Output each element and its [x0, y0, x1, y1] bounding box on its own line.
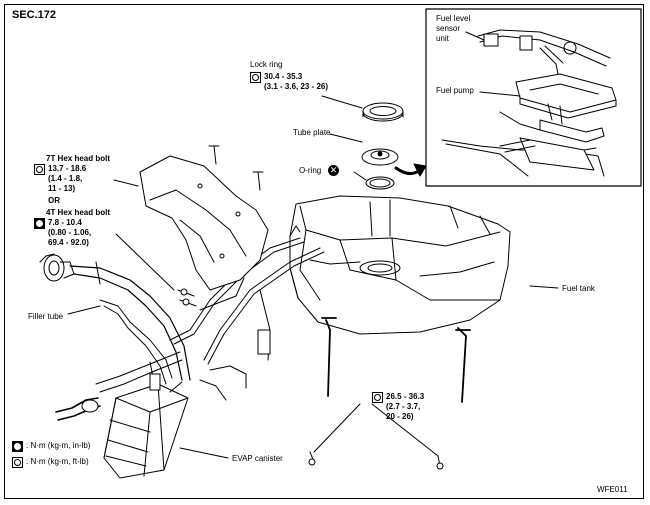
legend-inlb: : N·m (kg-m, in-lb)	[12, 441, 90, 452]
torque-wrench-filled-icon	[34, 218, 45, 229]
strap-torque-value: 26.5 - 36.3 (2.7 - 3.7, 20 - 26)	[386, 392, 425, 421]
hex7t-torque: 13.7 - 18.6 (1.4 - 1.8, 11 - 13)	[34, 164, 86, 194]
torque-wrench-icon	[250, 72, 261, 83]
shield-bolts	[177, 145, 264, 307]
legend-ftlb: : N·m (kg-m, ft-lb)	[12, 457, 89, 468]
hex7t-label: 7T Hex head bolt	[46, 154, 111, 163]
figure-code: WFE011	[597, 485, 628, 494]
hex4t-torque: 7.8 - 10.4 (0.80 - 1.06, 69.4 - 92.0)	[34, 218, 91, 248]
hex7t-leader	[113, 179, 139, 187]
filler-leader	[67, 305, 101, 315]
strap-leader-a	[313, 403, 361, 453]
lock-ring-torque: 30.4 - 35.3 (3.1 - 3.6, 23 - 26)	[250, 72, 328, 92]
hex4t-leader	[115, 233, 175, 291]
strap-leader-b	[371, 403, 439, 457]
lock-ring-torque-value: 30.4 - 35.3 (3.1 - 3.6, 23 - 26)	[264, 72, 329, 91]
torque-wrench-icon	[372, 392, 383, 403]
or-label: OR	[48, 196, 60, 205]
fuel-tank-label: Fuel tank	[562, 284, 595, 293]
hex4t-torque-value: 7.8 - 10.4 (0.80 - 1.06, 69.4 - 92.0)	[48, 218, 92, 247]
pump-mount-parts	[321, 95, 404, 190]
legend-ftlb-text: : N·m (kg-m, ft-lb)	[26, 457, 89, 466]
tube-plate-label: Tube plate	[293, 128, 331, 137]
evap-canister-label: EVAP canister	[232, 454, 283, 463]
torque-wrench-icon	[12, 457, 23, 468]
tank-straps	[308, 317, 471, 470]
lock-ring-label: Lock ring	[250, 60, 283, 69]
hex7t-torque-value: 13.7 - 18.6 (1.4 - 1.8, 11 - 13)	[48, 164, 87, 193]
inset-detail-box	[425, 8, 642, 187]
tank-leader	[529, 285, 559, 289]
filler-tube-label: Filler tube	[28, 312, 64, 321]
page-border	[4, 4, 644, 499]
fuel-tank	[289, 195, 511, 335]
strap-torque: 26.5 - 36.3 (2.7 - 3.7, 20 - 26)	[372, 392, 424, 422]
pump-leader	[479, 91, 521, 97]
o-ring-label: O-ring	[299, 166, 322, 175]
sensor-leader	[465, 31, 485, 41]
hex4t-label: 4T Hex head bolt	[46, 208, 111, 217]
fuel-level-sensor-label: Fuel level sensor unit	[436, 14, 471, 43]
fuel-pump-label: Fuel pump	[436, 86, 474, 95]
x-circle-icon: ✕	[328, 165, 339, 176]
heat-shield	[139, 155, 269, 291]
torque-wrench-filled-icon	[12, 441, 23, 452]
canister-leader	[179, 447, 229, 459]
section-label: SEC.172	[12, 9, 57, 21]
evap-canister	[103, 373, 189, 479]
torque-wrench-icon	[34, 164, 45, 175]
filler-tube	[39, 253, 191, 385]
legend-inlb-text: : N·m (kg-m, in-lb)	[26, 441, 91, 450]
